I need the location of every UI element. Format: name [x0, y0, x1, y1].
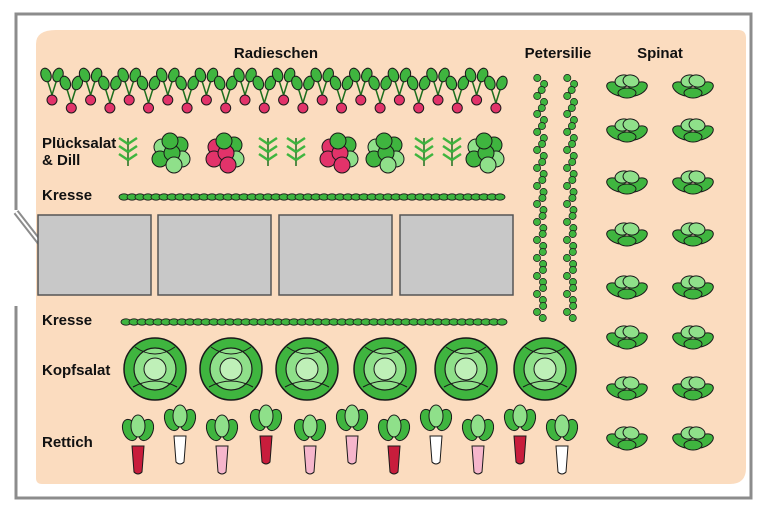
paving-stone	[399, 214, 514, 296]
dill-plant	[414, 136, 434, 166]
paving-stone	[278, 214, 393, 296]
spinach-plant	[606, 74, 648, 99]
spinach-plant	[606, 118, 648, 143]
label-kopfsalat: Kopfsalat	[42, 362, 111, 379]
radish-plant	[136, 75, 161, 114]
rettich-plant	[419, 404, 453, 465]
label-petersilie: Petersilie	[524, 45, 592, 62]
radish-plant	[175, 75, 199, 114]
rettich-plant	[335, 404, 369, 465]
head-lettuce	[199, 337, 263, 401]
head-lettuce	[123, 337, 187, 401]
rettich-plant	[503, 404, 537, 465]
spinach-plant	[672, 426, 714, 451]
head-lettuce	[434, 337, 498, 401]
rettich-plant	[293, 414, 327, 475]
rettich-plant	[545, 414, 579, 475]
radish-plant	[445, 75, 470, 114]
rettich-plant	[377, 414, 411, 475]
spinach-plant	[672, 275, 714, 300]
dill-plant	[286, 136, 306, 166]
spinach-plant	[672, 325, 714, 350]
spinach-plant	[672, 118, 714, 143]
dill-plant	[258, 136, 278, 166]
spinach-plant	[606, 426, 648, 451]
cress-row	[120, 318, 508, 326]
salad-plant	[365, 132, 405, 174]
rettich-plant	[163, 404, 197, 465]
label-pluecksalat-dill: Plücksalat & Dill	[42, 135, 116, 169]
rettich-plant	[249, 404, 283, 465]
head-lettuce	[353, 337, 417, 401]
head-lettuce	[513, 337, 577, 401]
radish-plant	[156, 67, 180, 106]
paving-stones	[37, 214, 514, 296]
spinach-plant	[672, 376, 714, 401]
label-kresse-bottom: Kresse	[42, 312, 93, 329]
spinach-plant	[672, 222, 714, 247]
salad-plant	[465, 132, 505, 174]
parsley-column	[533, 74, 549, 322]
spinach-plant	[606, 222, 648, 247]
rettich-plant	[461, 414, 495, 475]
spinach-plant	[672, 170, 714, 195]
rettich-plant	[205, 414, 239, 475]
spinach-plant	[672, 74, 714, 99]
radish-plant	[329, 75, 354, 114]
label-spinat: Spinat	[637, 45, 683, 62]
head-lettuce	[275, 337, 339, 401]
label-dill: & Dill	[42, 152, 81, 169]
salad-plant	[151, 132, 191, 174]
label-kresse-top: Kresse	[42, 187, 93, 204]
radish-plant	[368, 75, 392, 114]
gate-gap	[12, 210, 20, 306]
dill-plant	[118, 136, 138, 166]
radish-plant	[213, 75, 238, 114]
spinach-plant	[606, 376, 648, 401]
dill-plant	[442, 136, 462, 166]
label-pluecksalat: Plücksalat	[42, 135, 117, 152]
radish-plant	[78, 67, 103, 106]
parsley-column	[563, 74, 579, 322]
red-salad-plant	[319, 132, 359, 174]
label-rettich: Rettich	[42, 434, 93, 451]
radish-plant	[98, 75, 122, 114]
radish-plant	[291, 75, 315, 114]
paving-stone	[157, 214, 272, 296]
radish-plant	[484, 75, 508, 114]
rettich-plant	[121, 414, 155, 475]
label-radieschen: Radieschen	[233, 45, 319, 62]
spinach-plant	[606, 170, 648, 195]
red-salad-plant	[205, 132, 245, 174]
spinach-plant	[606, 325, 648, 350]
plants-layer	[40, 67, 714, 475]
spinach-plant	[606, 275, 648, 300]
radish-plant	[59, 75, 84, 114]
radish-plant	[406, 75, 431, 114]
cress-row	[118, 193, 506, 201]
paving-stone	[37, 214, 152, 296]
